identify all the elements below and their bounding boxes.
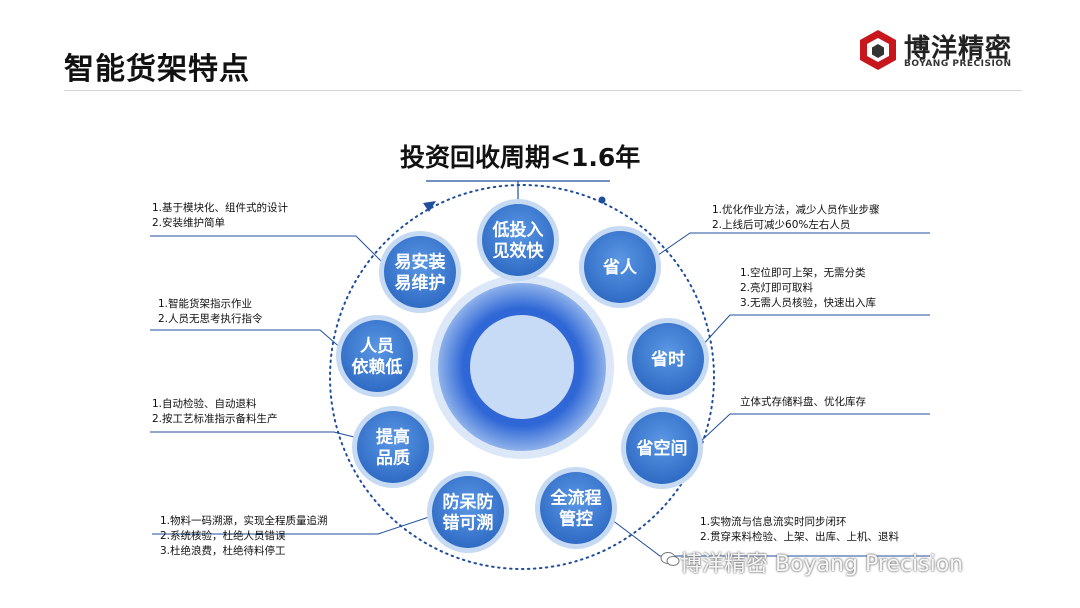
note-line: 1.实物流与信息流实时同步闭环 [700, 516, 847, 528]
page-title: 智能货架特点 [64, 52, 250, 87]
note-line: 1.空位即可上架，无需分类 [740, 267, 866, 279]
bubble-circle [341, 320, 413, 392]
bubble-circle [432, 476, 504, 548]
bubble-circle [632, 323, 704, 395]
bubble-label: 省人 [602, 257, 638, 278]
bubble-label: 省时 [650, 349, 685, 370]
note-line: 1.智能货架指示作业 [158, 298, 253, 310]
bubble-label: 见效快 [493, 241, 545, 262]
wechat-icon [660, 552, 680, 566]
bubble-label: 人员 [360, 337, 394, 357]
note-line: 立体式存储料盘、优化库存 [740, 396, 866, 408]
note-line: 2.上线后可减少60%左右人员 [712, 219, 851, 231]
note-line: 1.物料一码溯源，实现全程质量追溯 [160, 515, 328, 527]
note-line: 1.基于模块化、组件式的设计 [152, 202, 289, 214]
bubble-label: 防呆防 [443, 492, 494, 513]
logo-name: 博洋精密 [904, 34, 1013, 64]
bubble-circle [357, 411, 429, 483]
note-save-space: 立体式存储料盘、优化库存 [740, 395, 866, 410]
note-line: 2.亮灯即可取料 [740, 282, 814, 294]
note-line: 2.安装维护简单 [152, 217, 226, 229]
note-line: 2.贯穿来料检验、上架、出库、上机、退料 [700, 531, 900, 543]
note-save-labor: 1.优化作业方法，减少人员作业步骤 2.上线后可减少60%左右人员 [712, 203, 880, 233]
ring-start-dot [598, 196, 606, 204]
bubble-label: 省空间 [636, 438, 688, 459]
bubble-circle [584, 231, 656, 303]
logo: 博洋精密 BOYANG PRECISION [858, 28, 1011, 72]
note-line: 1.自动检验、自动退料 [152, 398, 257, 410]
bubble-label: 管控 [559, 509, 593, 530]
bubble-label: 提高 [376, 427, 410, 448]
bubble-label: 全流程 [550, 488, 602, 509]
note-line: 1.优化作业方法，减少人员作业步骤 [712, 204, 880, 216]
note-full-process: 1.实物流与信息流实时同步闭环 2.贯穿来料检验、上架、出库、上机、退料 [700, 515, 899, 545]
note-line: 3.无需人员核验，快速出入库 [740, 297, 877, 309]
note-line: 3.杜绝浪费，杜绝待料停工 [160, 545, 286, 557]
bubble-circle [540, 472, 612, 544]
bubble-circle [626, 412, 698, 484]
note-line: 2.人员无思考执行指令 [158, 313, 263, 325]
bubble-save-labor: 省人 [579, 226, 661, 308]
note-line: 2.按工艺标准指示备料生产 [152, 413, 278, 425]
center-core [430, 275, 614, 459]
bubble-label: 易安装 [395, 252, 446, 273]
note-save-time: 1.空位即可上架，无需分类 2.亮灯即可取料 3.无需人员核验，快速出入库 [740, 266, 876, 311]
bubble-circle [384, 236, 456, 308]
ring-arrow-icon [423, 201, 436, 212]
connector-lines [150, 232, 930, 557]
bubble-circle [482, 204, 554, 276]
bubble-label: 错可溯 [443, 513, 494, 534]
dotted-ring [329, 184, 715, 570]
bubble-label: 品质 [376, 449, 410, 469]
note-error-proof: 1.物料一码溯源，实现全程质量追溯 2.系统核验，杜绝人员错误 3.杜绝浪费，杜… [160, 514, 328, 559]
note-low-dependency: 1.智能货架指示作业 2.人员无思考执行指令 [158, 297, 263, 327]
headline: 投资回收周期<1.6年 [400, 143, 641, 172]
bubble-label: 依赖低 [352, 357, 403, 378]
logo-subtitle: BOYANG PRECISION [904, 59, 1012, 69]
note-easy-install: 1.基于模块化、组件式的设计 2.安装维护简单 [152, 201, 288, 231]
watermark: 博洋精密 Boyang Precision [680, 552, 964, 577]
note-quality: 1.自动检验、自动退料 2.按工艺标准指示备料生产 [152, 397, 278, 427]
bubble-save-time: 省时 [627, 318, 709, 400]
title-divider [64, 90, 1022, 91]
logo-mark-icon [860, 30, 896, 70]
bubble-label: 易维护 [395, 273, 446, 294]
bubble-save-space: 省空间 [621, 407, 703, 489]
bubble-label: 低投入 [492, 220, 544, 241]
note-line: 2.系统核验，杜绝人员错误 [160, 530, 286, 542]
